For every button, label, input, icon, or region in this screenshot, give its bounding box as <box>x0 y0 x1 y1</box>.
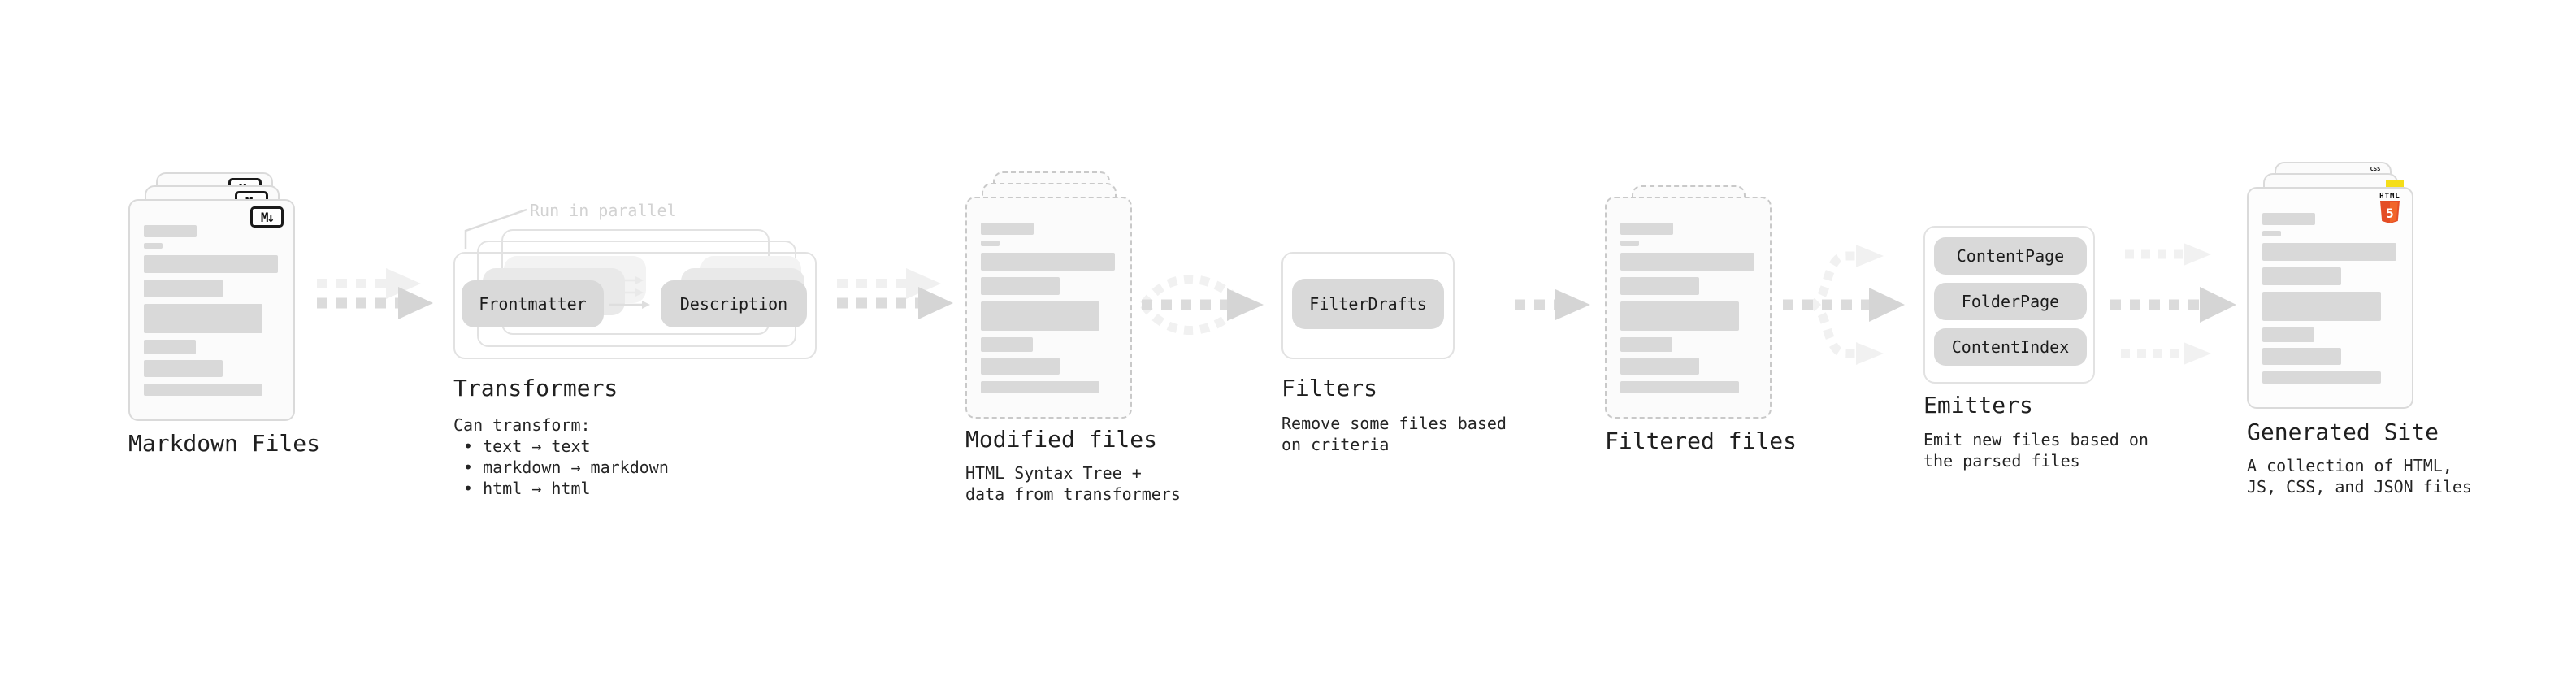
emitter-pill-folderpage: FolderPage <box>1934 283 2087 320</box>
markdown-badge-label: M↓ <box>260 209 275 225</box>
stage-title-transformers: Transformers <box>453 375 618 401</box>
skeleton-line <box>1620 358 1699 375</box>
markdown-icon: M↓ <box>250 206 284 228</box>
transformers-bullet: • html → html <box>463 479 591 498</box>
transformer-layer-box <box>453 252 817 359</box>
generated-desc-line: A collection of HTML, <box>2247 456 2452 475</box>
skeleton-line <box>1620 223 1673 235</box>
fanout-arrow-icon <box>1783 245 1905 365</box>
modified-desc-line: data from transformers <box>965 484 1181 504</box>
stage-description-transformers: Can transform: • text → text • markdown … <box>453 414 669 499</box>
stage-description-modified: HTML Syntax Tree + data from transformer… <box>965 462 1181 505</box>
filtered-files-stack <box>1605 185 1772 419</box>
skeleton-line <box>144 304 262 333</box>
emitter-pill-contentindex: ContentIndex <box>1934 328 2087 366</box>
skeleton-line <box>144 243 163 249</box>
filters-desc-line: on criteria <box>1281 435 1390 454</box>
skeleton-line <box>981 337 1033 352</box>
stage-label-modified-files: Modified files <box>965 426 1158 453</box>
flow-arrow-icon <box>837 268 953 319</box>
transformers-bullet: • text → text <box>463 436 591 456</box>
modified-desc-line: HTML Syntax Tree + <box>965 463 1142 483</box>
file-card <box>1605 197 1772 419</box>
emitters-desc-line: the parsed files <box>1923 451 2080 471</box>
stage-description-filters: Remove some files based on criteria <box>1281 413 1507 455</box>
transformers-bullet: • markdown → markdown <box>463 458 669 477</box>
skeleton-line <box>2262 213 2315 225</box>
html5-text: HTML <box>2379 193 2400 201</box>
skeleton-line <box>1620 381 1739 393</box>
transformer-pill-description: Description <box>661 280 807 327</box>
skeleton-line <box>2262 327 2314 342</box>
skeleton-line <box>1620 253 1754 271</box>
stage-description-emitters: Emit new files based on the parsed files <box>1923 429 2149 471</box>
stage-description-generated: A collection of HTML, JS, CSS, and JSON … <box>2247 455 2472 497</box>
emitters-box <box>1923 226 2095 384</box>
skeleton-line <box>2262 231 2281 236</box>
generated-desc-line: JS, CSS, and JSON files <box>2247 477 2472 497</box>
skeleton-line <box>981 223 1034 235</box>
stage-title-emitters: Emitters <box>1923 392 2033 419</box>
skeleton-line <box>2262 348 2341 365</box>
svg-text:5: 5 <box>2386 206 2394 221</box>
stage-label-markdown-files: Markdown Files <box>128 430 321 457</box>
generated-site-stack: CSS HTML 5 <box>2247 162 2413 409</box>
file-card: M↓ <box>128 199 295 421</box>
skeleton-line <box>144 255 278 273</box>
transformers-desc-title: Can transform: <box>453 415 591 435</box>
skeleton-line <box>981 301 1099 331</box>
skeleton-line <box>144 384 262 396</box>
merge-arrow-icon <box>1140 275 1264 335</box>
html5-icon: HTML 5 <box>2375 193 2405 228</box>
skeleton-line <box>981 358 1060 375</box>
filters-box <box>1281 252 1455 359</box>
skeleton-line <box>2262 267 2341 285</box>
skeleton-line <box>1620 241 1639 246</box>
skeleton-line <box>981 241 1000 246</box>
stage-title-filters: Filters <box>1281 375 1378 401</box>
skeleton-line <box>144 360 223 377</box>
skeleton-line <box>1620 277 1699 295</box>
skeleton-line <box>1620 337 1672 352</box>
skeleton-line <box>2262 371 2381 384</box>
transformer-pill-frontmatter: Frontmatter <box>462 280 604 327</box>
flow-arrow-icon <box>1515 289 1590 320</box>
skeleton-line <box>2262 292 2381 321</box>
stage-label-filtered-files: Filtered files <box>1605 427 1798 454</box>
stage-label-generated-site: Generated Site <box>2247 419 2439 445</box>
parallel-arrows-icon <box>2110 243 2236 365</box>
skeleton-line <box>144 225 197 237</box>
modified-files-stack <box>965 171 1132 419</box>
file-card <box>965 197 1132 419</box>
skeleton-line <box>144 340 196 354</box>
callout-bracket-icon <box>464 208 527 249</box>
skeleton-line <box>981 253 1115 271</box>
skeleton-line <box>981 381 1099 393</box>
emitters-desc-line: Emit new files based on <box>1923 430 2149 449</box>
skeleton-line <box>144 280 223 297</box>
flow-arrow-icon <box>317 268 433 319</box>
skeleton-line <box>1620 301 1739 331</box>
markdown-files-stack: M↓ M↓ M↓ <box>128 172 295 421</box>
emitter-pill-contentpage: ContentPage <box>1934 237 2087 275</box>
run-in-parallel-note: Run in parallel <box>530 201 677 220</box>
html5-shield: 5 <box>2380 201 2400 223</box>
pill-arrows-icon <box>609 276 650 309</box>
filters-desc-line: Remove some files based <box>1281 414 1507 433</box>
skeleton-line <box>981 277 1060 295</box>
css-badge-label: CSS <box>2370 166 2381 172</box>
file-card: HTML 5 <box>2247 187 2413 409</box>
skeleton-line <box>2262 243 2396 261</box>
filter-pill-filterdrafts: FilterDrafts <box>1292 279 1444 329</box>
